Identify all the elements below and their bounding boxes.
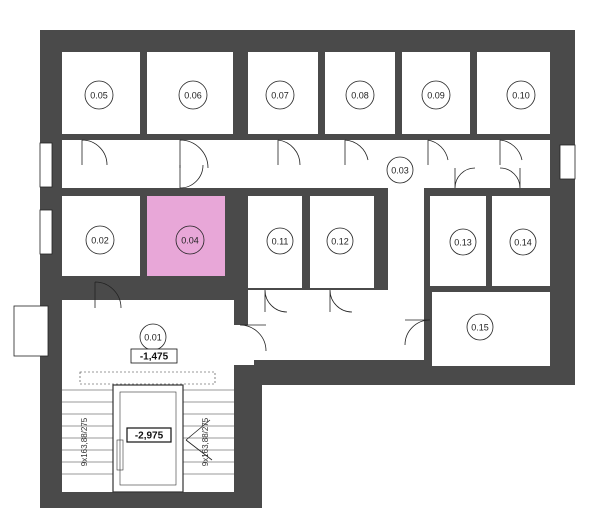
room-001-label: 0.01 — [144, 332, 162, 342]
door-009 — [427, 139, 449, 165]
door-012 — [329, 289, 353, 313]
room-007-label: 0.07 — [271, 90, 289, 100]
window-right-1 — [559, 144, 576, 180]
room-010: 0.10 — [506, 80, 536, 110]
room-004-label: 0.04 — [181, 235, 199, 245]
room-011-label: 0.11 — [272, 236, 289, 246]
room-012-label: 0.12 — [331, 236, 349, 246]
room-013: 0.13 — [449, 228, 477, 256]
door-001 — [239, 324, 267, 352]
corridor-floor — [62, 140, 550, 188]
door-014 — [499, 167, 521, 189]
level-stairwell: -2,975 — [135, 431, 164, 442]
room-006-label: 0.06 — [184, 90, 202, 100]
room-003: 0.03 — [386, 156, 414, 184]
room-014: 0.14 — [509, 228, 537, 256]
room-005-label: 0.05 — [90, 90, 108, 100]
door-011 — [264, 289, 288, 313]
window-left-3 — [13, 305, 49, 357]
door-002 — [94, 281, 122, 309]
room-015-label: 0.15 — [471, 322, 489, 332]
room-009-label: 0.09 — [427, 90, 445, 100]
corridor-lower — [248, 290, 424, 360]
room-003-label: 0.03 — [391, 165, 409, 175]
room-008-label: 0.08 — [351, 90, 369, 100]
level-markers: -1,475 -2,975 — [126, 348, 178, 443]
room-002: 0.02 — [85, 225, 115, 255]
stair-landing-top — [79, 371, 216, 385]
door-010 — [499, 139, 523, 165]
room-001: 0.01 — [139, 323, 167, 351]
stairwell — [62, 371, 234, 493]
doors — [81, 139, 523, 461]
stair-annotation-left: 9x163,88/275 — [80, 417, 89, 466]
room-010-label: 0.10 — [512, 90, 530, 100]
window-left-2 — [39, 209, 53, 255]
room-011: 0.11 — [266, 227, 294, 255]
room-002-label: 0.02 — [91, 235, 109, 245]
room-013-label: 0.13 — [454, 237, 472, 247]
stair-core-outer — [112, 384, 184, 493]
room-012: 0.12 — [326, 227, 354, 255]
door-006 — [179, 139, 209, 169]
room-labels: 0.05 0.06 0.07 0.08 0.09 0.10 0.03 0.02 — [84, 80, 537, 351]
door-004 — [179, 164, 204, 189]
room-015: 0.15 — [466, 313, 494, 341]
window-left-1 — [39, 142, 53, 188]
lobby-connector — [234, 325, 254, 365]
door-013 — [454, 167, 476, 189]
door-007 — [277, 139, 301, 166]
door-005 — [81, 139, 108, 166]
stair-core-inner — [119, 391, 177, 486]
room-007: 0.07 — [265, 80, 295, 110]
room-008: 0.08 — [345, 80, 375, 110]
door-015 — [404, 319, 431, 346]
level-room-001: -1,475 — [140, 352, 169, 363]
room-004: 0.04 — [175, 225, 205, 255]
room-014-label: 0.14 — [514, 237, 532, 247]
door-008 — [344, 139, 369, 165]
room-005: 0.05 — [84, 80, 114, 110]
stair-handrail — [116, 439, 124, 471]
stair-annotation-right: 9x163,88/275 — [201, 417, 210, 466]
windows — [13, 142, 576, 357]
room-006: 0.06 — [178, 80, 208, 110]
room-009: 0.09 — [421, 80, 451, 110]
